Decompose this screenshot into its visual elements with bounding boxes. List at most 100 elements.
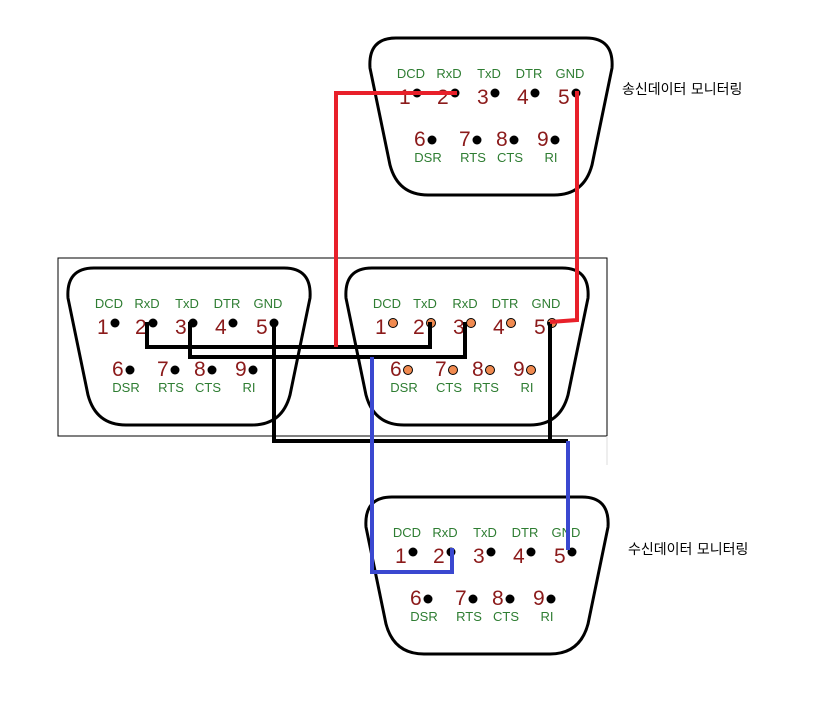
pin-number: 6 <box>414 128 426 151</box>
pin-number: 6 <box>390 358 402 381</box>
blue-wire-rx-data <box>370 357 454 574</box>
pin-number: 8 <box>472 358 484 381</box>
pin-signal-label: RTS <box>473 380 499 395</box>
pin-signal-label: TxD <box>473 525 497 540</box>
pin-signal-label: DSR <box>390 380 417 395</box>
pin-number: 3 <box>453 316 465 339</box>
pin-dot <box>125 365 135 375</box>
pin-signal-label: TxD <box>413 296 437 311</box>
pin-number: 3 <box>175 316 187 339</box>
pin-dot <box>207 365 217 375</box>
pin-signal-label: DSR <box>410 609 437 624</box>
pin-signal-label: RTS <box>460 150 486 165</box>
pin-signal-label: CTS <box>436 380 462 395</box>
pin-dot <box>485 365 495 375</box>
red-wire-gnd <box>549 91 579 324</box>
pin-dot <box>466 318 476 328</box>
pin-number: 4 <box>513 545 525 568</box>
pin-signal-label: RI <box>243 380 256 395</box>
pin-signal-label: DTR <box>214 296 241 311</box>
pin-signal-label: TxD <box>477 66 501 81</box>
pin-number: 5 <box>534 316 546 339</box>
pin-signal-label: RTS <box>158 380 184 395</box>
pin-dot <box>248 365 258 375</box>
pin-dot <box>509 135 519 145</box>
black-wire-txd <box>188 322 467 359</box>
pin-number: 5 <box>256 316 268 339</box>
pin-dot <box>148 318 158 328</box>
pin-number: 3 <box>473 545 485 568</box>
pin-signal-label: GND <box>254 296 283 311</box>
pin-number: 2 <box>413 316 425 339</box>
red-wire-tx-data <box>334 91 457 347</box>
pin-signal-label: DSR <box>414 150 441 165</box>
pin-dot <box>228 318 238 328</box>
pin-number: 6 <box>112 358 124 381</box>
pin-number: 7 <box>435 358 447 381</box>
pin-signal-label: RI <box>545 150 558 165</box>
pin-signal-label: RxD <box>436 66 461 81</box>
pin-signal-label: DCD <box>393 525 421 540</box>
pin-number: 1 <box>375 316 387 339</box>
pin-number: 8 <box>492 587 504 610</box>
pin-dot <box>505 594 515 604</box>
pin-signal-label: DSR <box>112 380 139 395</box>
pin-number: 7 <box>455 587 467 610</box>
pin-dot <box>506 318 516 328</box>
pin-signal-label: RTS <box>456 609 482 624</box>
pin-dot <box>472 135 482 145</box>
pin-number: 9 <box>537 128 549 151</box>
pin-signal-label: DCD <box>95 296 123 311</box>
pin-number: 9 <box>235 358 247 381</box>
pin-number: 7 <box>459 128 471 151</box>
pin-number: 2 <box>135 316 147 339</box>
pin-dot <box>408 547 418 557</box>
pin-signal-label: TxD <box>175 296 199 311</box>
pin-number: 4 <box>517 86 529 109</box>
pin-number: 5 <box>558 86 570 109</box>
pin-number: 9 <box>513 358 525 381</box>
pin-number: 5 <box>554 545 566 568</box>
pin-dot <box>490 88 500 98</box>
black-wire-gnd <box>272 322 568 443</box>
pin-dot <box>423 594 433 604</box>
pin-dot <box>427 135 437 145</box>
pin-signal-label: GND <box>556 66 585 81</box>
pin-number: 4 <box>215 316 227 339</box>
pin-number: 8 <box>496 128 508 151</box>
pin-signal-label: DTR <box>492 296 519 311</box>
pin-signal-label: CTS <box>493 609 519 624</box>
pin-dot <box>526 547 536 557</box>
pin-dot <box>170 365 180 375</box>
pin-signal-label: DCD <box>373 296 401 311</box>
pin-signal-label: DTR <box>516 66 543 81</box>
pin-signal-label: DTR <box>512 525 539 540</box>
pin-signal-label: RI <box>521 380 534 395</box>
pin-dot <box>486 547 496 557</box>
pin-signal-label: CTS <box>195 380 221 395</box>
pin-number: 3 <box>477 86 489 109</box>
pin-dot <box>526 365 536 375</box>
pin-dot <box>530 88 540 98</box>
pin-signal-label: RxD <box>432 525 457 540</box>
pin-signal-label: RI <box>541 609 554 624</box>
pin-dot <box>388 318 398 328</box>
pin-dot <box>110 318 120 328</box>
pin-dot <box>468 594 478 604</box>
pin-number: 6 <box>410 587 422 610</box>
pin-dot <box>403 365 413 375</box>
connector-shell <box>364 495 610 656</box>
pin-number: 2 <box>437 86 449 109</box>
pin-number: 9 <box>533 587 545 610</box>
pin-number: 1 <box>399 86 411 109</box>
rx-monitor-label: 수신데이터 모니터링 <box>628 542 749 558</box>
pin-dot <box>546 594 556 604</box>
pin-number: 4 <box>493 316 505 339</box>
pin-number: 2 <box>433 545 445 568</box>
pin-signal-label: CTS <box>497 150 523 165</box>
pin-number: 1 <box>97 316 109 339</box>
